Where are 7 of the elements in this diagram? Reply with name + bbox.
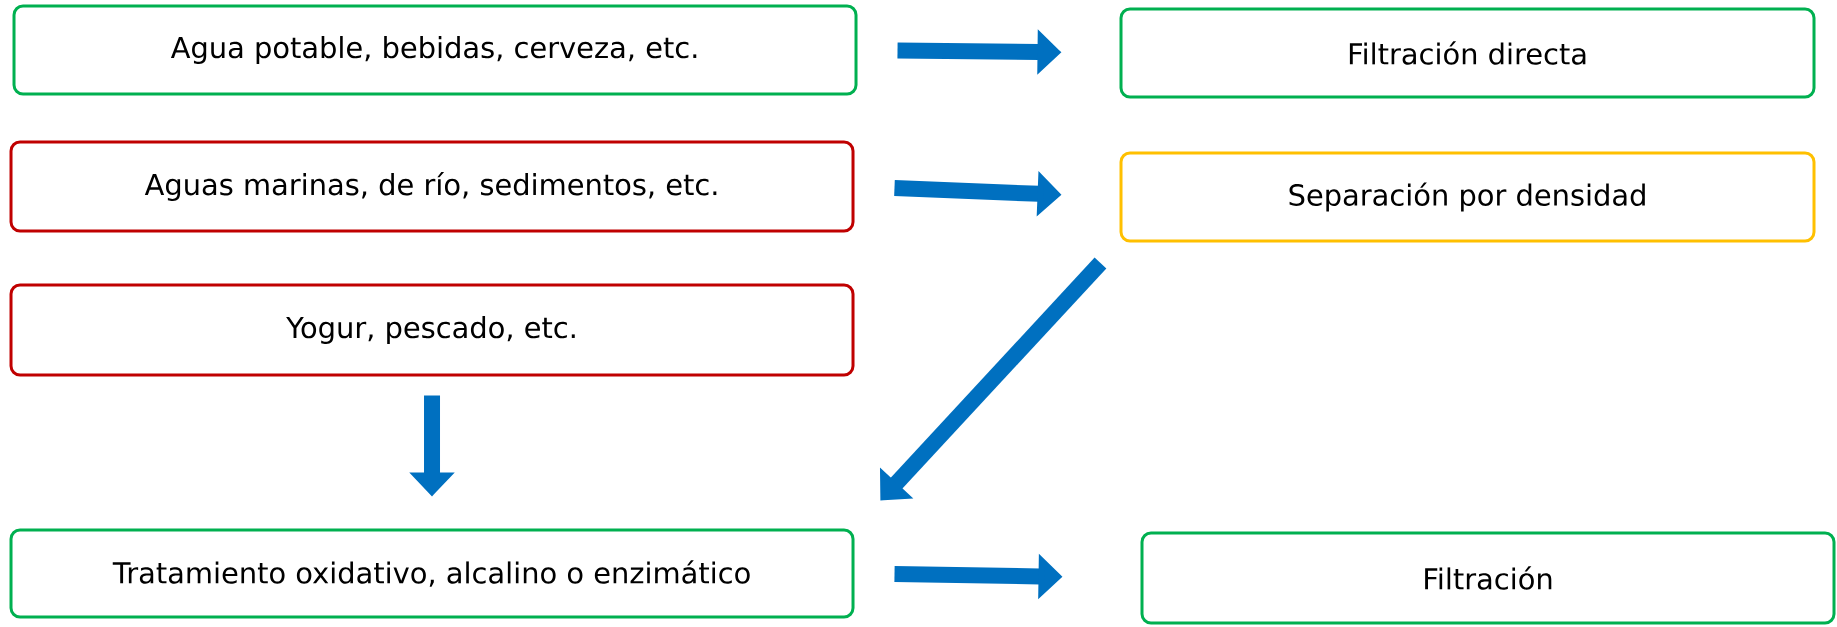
process-box: Aguas marinas, de río, sedimentos, etc.	[9, 140, 855, 233]
process-box: Agua potable, bebidas, cerveza, etc.	[12, 4, 858, 96]
process-box: Separación por densidad	[1119, 151, 1816, 243]
process-box: Filtración	[1140, 531, 1836, 625]
process-box: Yogur, pescado, etc.	[9, 283, 855, 377]
process-box: Tratamiento oxidativo, alcalino o enzimático	[9, 528, 855, 619]
process-box: Filtración directa	[1119, 7, 1816, 99]
